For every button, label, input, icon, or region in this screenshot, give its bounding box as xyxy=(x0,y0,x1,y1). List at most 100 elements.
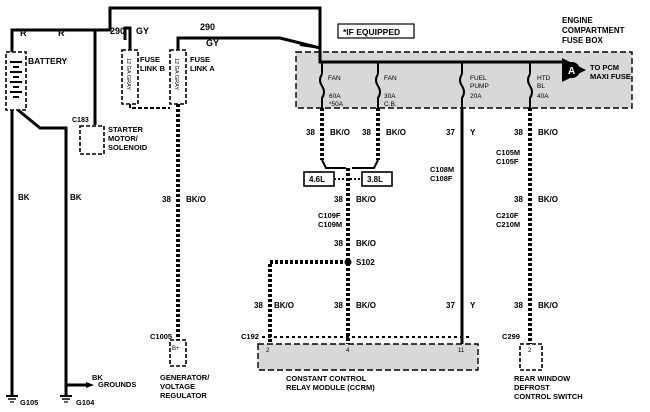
fuse-fan-30a xyxy=(375,62,381,108)
ccrm-label-1: CONSTANT CONTROL xyxy=(286,374,367,383)
ccrm-feed-wire-ckt-2: 38 xyxy=(334,239,343,248)
connector-c299: C299 xyxy=(502,332,520,341)
generator-label-2: VOLTAGE xyxy=(160,382,195,391)
fuse-3-name-2: PUMP xyxy=(470,83,489,90)
rear-window-label-1: REAR WINDOW xyxy=(514,374,571,383)
wire-color-gy-right: GY xyxy=(206,38,219,48)
wire-color-bk-battery: BK xyxy=(18,193,30,202)
fuse-4-name-1: HTD xyxy=(537,75,551,82)
fuse-1-rating-1: 60A xyxy=(329,93,341,100)
ccrm-pin-11: 11 xyxy=(458,348,465,354)
battery-cells xyxy=(10,61,22,98)
if-equipped-note: *IF EQUIPPED xyxy=(343,27,400,37)
fuse-3-rating-1: 20A xyxy=(470,93,482,100)
rear-window-label-3: CONTROL SWITCH xyxy=(514,392,583,401)
battery-label: BATTERY xyxy=(28,56,68,66)
ccrm-feed-wire-color-2: BK/O xyxy=(356,239,376,248)
gray-fuse-link-b-wire xyxy=(123,26,132,50)
wire-splice xyxy=(299,44,321,49)
starter-label-1: STARTER xyxy=(108,125,143,134)
fuse-2-rating-2: C.B. xyxy=(384,101,397,108)
generator-wire-color: BK/O xyxy=(186,195,206,204)
fuel-pump-wire-ckt: 37 xyxy=(446,128,455,137)
generator-connector-box xyxy=(169,339,187,367)
generator-pin-b-plus: B+ xyxy=(172,346,180,352)
fan2-wire-ckt: 38 xyxy=(362,128,371,137)
rear-window-defrost-switch-box xyxy=(519,343,543,371)
starter-connector-c183: C183 xyxy=(72,117,89,124)
fan1-wire-color: BK/O xyxy=(330,128,350,137)
htd-wire-ckt: 38 xyxy=(514,128,523,137)
ccrm-pin2-wire-color: BK/O xyxy=(274,301,294,310)
fuse-link-b-label-2: LINK B xyxy=(140,64,166,73)
fuse-4-rating-1: 40A xyxy=(537,93,549,100)
fuse-3-name-1: FUEL xyxy=(470,75,487,82)
connector-c105m: C105M xyxy=(496,148,520,157)
connector-c109m: C109M xyxy=(318,220,342,229)
starter-motor-solenoid-box xyxy=(79,125,105,155)
fuse-fuel-pump-20a xyxy=(459,62,465,108)
fuse-1-name: FAN xyxy=(328,75,341,82)
engine-compartment-fuse-box xyxy=(295,51,633,109)
circuit-290-left: 290 xyxy=(110,26,125,36)
fuse-box-title-1: ENGINE xyxy=(562,16,593,25)
fuse-4-name-2: BL xyxy=(537,83,545,90)
fan2-wire-color: BK/O xyxy=(386,128,406,137)
ccrm-feed-wire-ckt: 38 xyxy=(334,195,343,204)
generator-wire-ckt: 38 xyxy=(162,195,171,204)
starter-label-3: SOLENOID xyxy=(108,143,148,152)
note-box xyxy=(337,23,415,39)
fuel-pump-wire-color: Y xyxy=(470,128,476,137)
ccrm-pin-4: 4 xyxy=(346,348,350,354)
ccrm-module-box xyxy=(257,343,479,371)
fan1-wire-ckt: 38 xyxy=(306,128,315,137)
connector-c108f: C108F xyxy=(430,174,453,183)
ground-g104-symbol xyxy=(60,395,72,403)
engine-option-4-6l: 4.6L xyxy=(309,175,325,184)
splice-to-ccrm-pin-2-wire xyxy=(268,260,348,346)
ccrm-pin4-wire-color: BK/O xyxy=(356,301,376,310)
wire-color-bk-grounds: BK xyxy=(92,373,103,382)
fuse-2-name: FAN xyxy=(384,75,397,82)
connector-c108m: C108M xyxy=(430,165,454,174)
ground-g105-label: G105 xyxy=(20,398,38,407)
fuse-1-rating-2: *50A xyxy=(329,101,344,108)
fuel-pump-wire-ckt-2: 37 xyxy=(446,301,455,310)
circuit-290-top: 290 xyxy=(200,22,215,32)
ccrm-pin4-wire-ckt: 38 xyxy=(334,301,343,310)
fuse-link-a-gauge: 12 GA GRAY xyxy=(173,58,179,90)
wire-color-gy-left: GY xyxy=(136,26,149,36)
red-starter-wire xyxy=(55,28,97,125)
fuse-htd-bl-40a xyxy=(527,62,533,108)
ccrm-pin-2: 2 xyxy=(266,348,270,354)
generator-label-3: REGULATOR xyxy=(160,391,207,400)
connector-c1005: C1005 xyxy=(150,332,172,341)
ccrm-label-2: RELAY MODULE (CCRM) xyxy=(286,383,375,392)
battery-ground-wire-to-g104 xyxy=(17,108,68,396)
connector-c210m: C210M xyxy=(496,220,520,229)
starter-label-2: MOTOR/ xyxy=(108,134,139,143)
fuse-box-title-3: FUSE BOX xyxy=(562,36,604,45)
ground-g105-symbol xyxy=(6,395,18,403)
htd-wire-color: BK/O xyxy=(538,128,558,137)
connector-c192: C192 xyxy=(241,332,259,341)
grounds-arrow xyxy=(86,382,94,388)
engine-option-junction xyxy=(321,159,379,169)
connector-a-symbol xyxy=(564,62,580,78)
fuse-link-b-label-1: FUSE xyxy=(140,55,160,64)
fuse-link-b-gauge: 12 GA GRAY xyxy=(125,58,131,90)
generator-label-1: GENERATOR/ xyxy=(160,373,210,382)
fuse-link-b-to-a-jumper xyxy=(129,104,170,109)
ground-g104-label: G104 xyxy=(76,398,95,407)
fuse-box-bus-bar xyxy=(318,48,562,64)
splice-s102-label: S102 xyxy=(356,258,375,267)
gray-fuse-link-a-wire xyxy=(176,36,321,50)
connector-a-letter: A xyxy=(568,66,575,77)
rear-window-label-2: DEFROST xyxy=(514,383,550,392)
fuse-fan-60a xyxy=(319,62,325,108)
grounds-label: GROUNDS xyxy=(98,380,136,389)
fuel-pump-wire-color-2: Y xyxy=(470,301,476,310)
engine-option-3-8l: 3.8L xyxy=(367,175,383,184)
